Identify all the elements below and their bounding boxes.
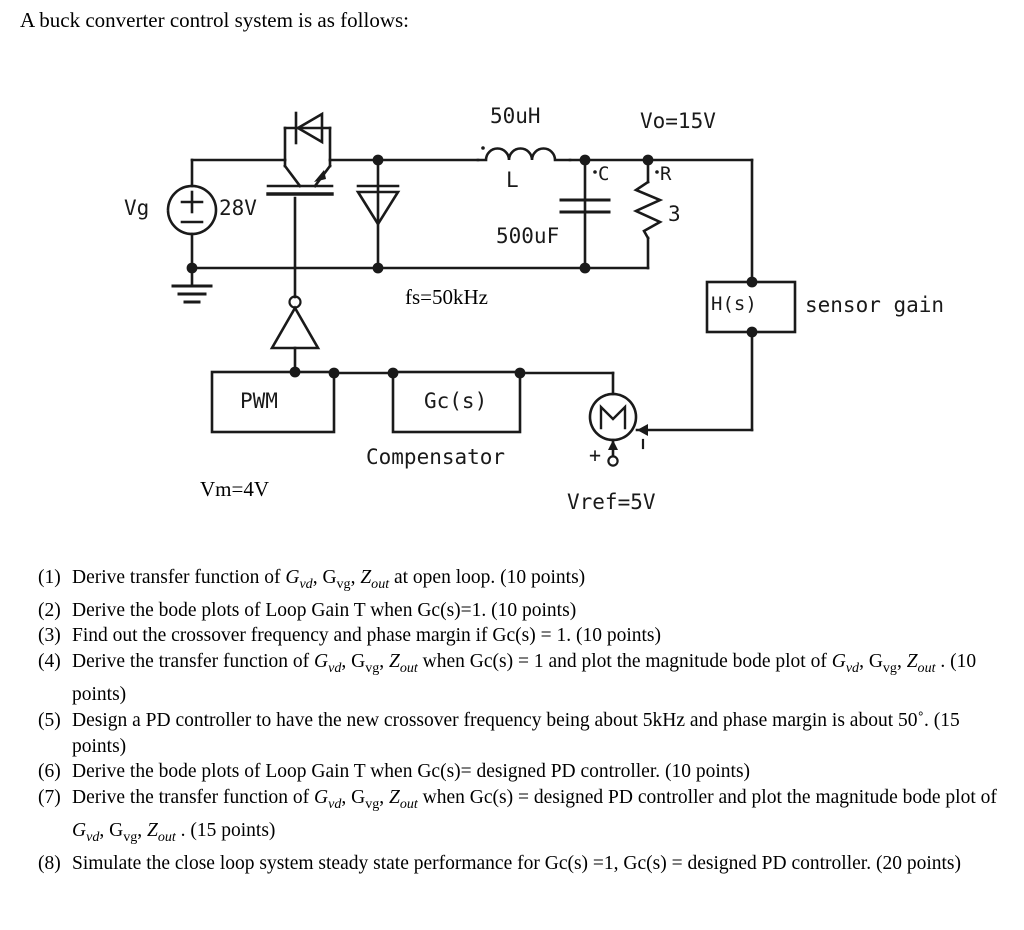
mosfet-arrow: [314, 170, 326, 182]
voltage-source-circle: [166, 184, 218, 236]
circuit-schematic: Vg 28V 50uH L C 500uF R 3 Vo=15V fs=50kH…: [0, 90, 1024, 540]
label-vref: Vref=5V: [567, 490, 656, 514]
question-number: (3): [38, 625, 61, 647]
label-inductor-value: 50uH: [490, 104, 541, 128]
label-vg-name: Vg: [124, 196, 150, 220]
summing-junction-circle: [588, 392, 638, 442]
schematic-drawing: [166, 111, 797, 467]
sum-feedback-arrow: [637, 424, 648, 436]
page-title: A buck converter control system is as fo…: [20, 8, 410, 32]
res-dot-mark: [655, 170, 659, 174]
node-dot: [372, 262, 384, 274]
driver-triangle-shape: [269, 305, 321, 350]
mosfet-source-slant: [283, 164, 302, 188]
inductor-dot-mark: [481, 146, 485, 150]
question-item: (1) Derive transfer function of Gvd, Gvg,…: [38, 565, 1013, 598]
label-compensator-caption: Compensator: [366, 445, 506, 469]
sum-junction-glyph: [599, 404, 627, 430]
question-list: (1) Derive transfer function of Gvd, Gvg,…: [38, 565, 1013, 876]
question-text: Find out the crossover frequency and pha…: [72, 625, 661, 647]
node-dot: [579, 262, 591, 274]
question-item: (3) Find out the crossover frequency and …: [38, 623, 1013, 649]
label-output-voltage: Vo=15V: [640, 109, 716, 133]
sum-vref-arrow: [608, 440, 618, 450]
node-dot: [289, 366, 301, 378]
node-dot: [642, 154, 654, 166]
label-modulator-amplitude: Vm=4V: [200, 477, 270, 501]
node-dot: [746, 326, 758, 338]
label-sensor-caption: sensor gain: [805, 293, 945, 317]
question-text: Derive the bode plots of Loop Gain T whe…: [72, 599, 577, 621]
question-number: (5): [38, 709, 61, 731]
node-dot: [746, 276, 758, 288]
label-cap-value: 500uF: [496, 224, 560, 248]
question-item: (4) Derive the transfer function of Gvd, …: [38, 649, 1013, 707]
question-number: (1): [38, 567, 61, 588]
label-cap-name: C: [598, 163, 610, 185]
question-number: (6): [38, 761, 61, 783]
question-item: (8) Simulate the close loop system steady…: [38, 851, 1013, 877]
cap-dot-mark: [593, 170, 597, 174]
resistor-zigzag: [632, 180, 664, 240]
question-number: (4): [38, 651, 61, 673]
node-dot: [186, 262, 198, 274]
diode-triangle: [355, 190, 401, 227]
question-item: (6) Derive the bode plots of Loop Gain T …: [38, 759, 1013, 785]
question-item: (7) Derive the transfer function of Gvd, …: [38, 785, 1013, 850]
label-sensor-block: H(s): [711, 293, 757, 315]
question-text: Derive transfer function of Gvd, Gvg, Zo…: [72, 567, 586, 592]
label-inductor-name: L: [506, 168, 519, 192]
node-dot: [514, 367, 526, 379]
node-dot: [328, 367, 340, 379]
question-text: Derive the bode plots of Loop Gain T whe…: [72, 761, 751, 783]
label-switching-frequency: fs=50kHz: [405, 285, 488, 309]
vref-terminal: [607, 455, 619, 467]
pwm-box: [210, 370, 336, 434]
question-number: (2): [38, 599, 61, 621]
node-dots: [186, 154, 758, 379]
label-res-value: 3: [668, 202, 681, 226]
question-text: Derive the transfer function of Gvd, Gvg…: [72, 787, 997, 845]
question-text: Design a PD controller to have the new c…: [72, 709, 960, 757]
label-vg-value: 28V: [219, 196, 257, 220]
compensator-box: [391, 370, 522, 434]
question-text: Derive the transfer function of Gvd, Gvg…: [72, 651, 977, 705]
question-item: (2) Derive the bode plots of Loop Gain T …: [38, 598, 1013, 624]
label-res-name: R: [660, 163, 672, 185]
label-pwm-block: PWM: [240, 389, 278, 413]
inductor-coil: [476, 147, 572, 162]
node-dot: [387, 367, 399, 379]
label-sum-plus: +: [589, 443, 602, 467]
question-number: (8): [38, 852, 61, 874]
question-text: Simulate the close loop system steady st…: [72, 852, 961, 874]
label-compensator-block: Gc(s): [424, 389, 488, 413]
bodydiode-triangle: [295, 111, 324, 145]
node-dot: [372, 154, 384, 166]
question-item: (5) Design a PD controller to have the ne…: [38, 708, 1013, 760]
node-dot: [579, 154, 591, 166]
question-number: (7): [38, 787, 61, 809]
